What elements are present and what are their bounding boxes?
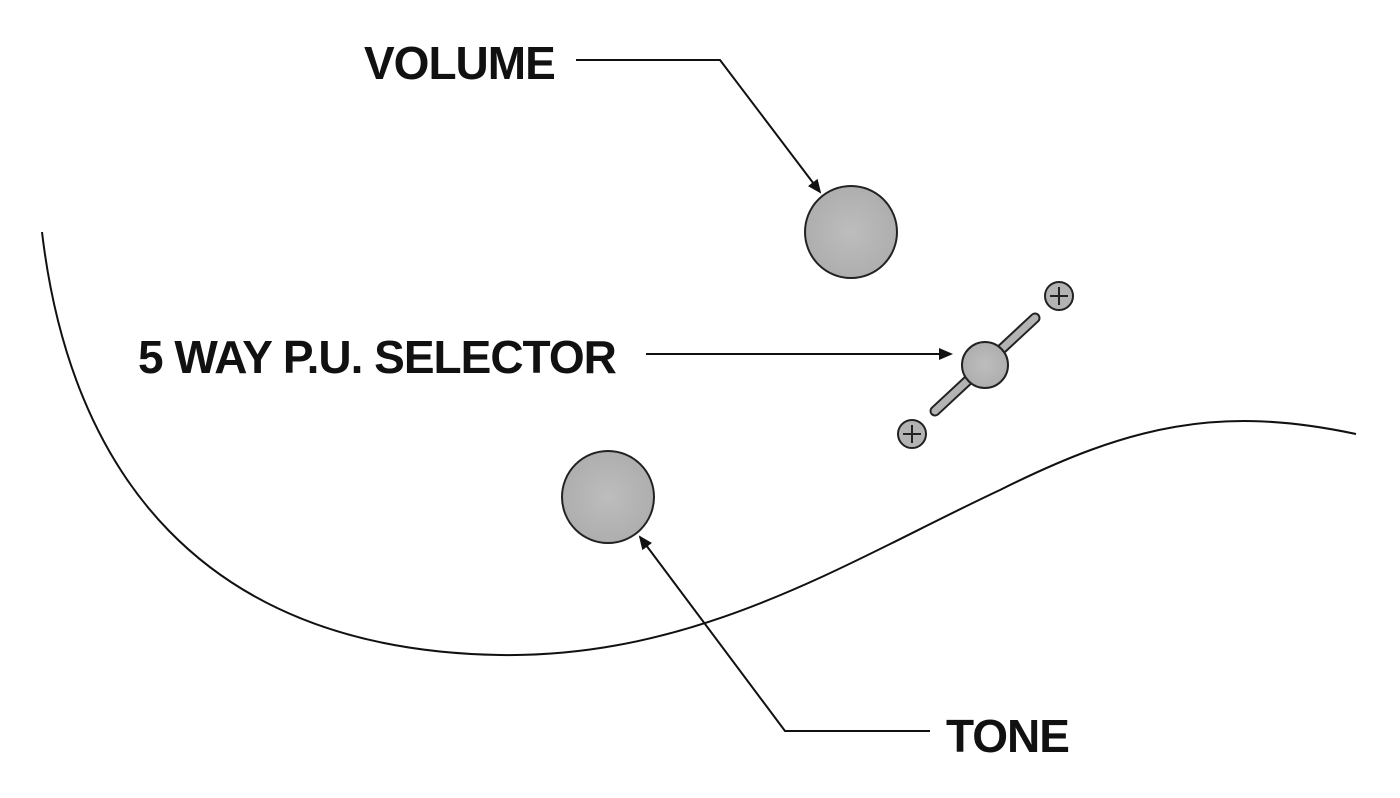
phillips-screw-icon [1044,281,1074,311]
volume-label: VOLUME [364,37,555,89]
tone-knob[interactable] [561,450,655,544]
tone-leader-arrow [638,535,930,732]
tone-label: TONE [946,710,1069,762]
volume-knob[interactable] [804,185,898,279]
selector-tip[interactable] [961,341,1009,389]
phillips-screw-icon [897,419,927,449]
volume-leader-arrow [576,59,822,194]
body-outline-curve [41,231,1357,657]
pickup-selector-switch[interactable] [929,312,1041,417]
selector-label: 5 WAY P.U. SELECTOR [138,331,617,383]
